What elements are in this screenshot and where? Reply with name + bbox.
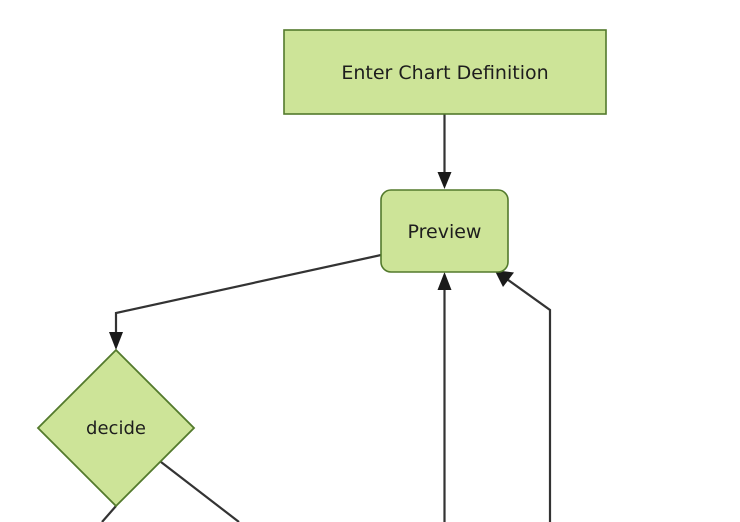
node-decide[interactable]: decide (36, 348, 196, 508)
node-rectangle[interactable] (283, 29, 607, 115)
arrowhead-icon (437, 172, 452, 189)
edge-line (101, 505, 117, 522)
node-preview[interactable]: Preview (380, 189, 509, 273)
edge-enter-to-preview (437, 114, 452, 189)
edge-preview-to-decide (109, 253, 382, 350)
node-label-preview: Preview (408, 221, 482, 243)
node-rounded-rectangle[interactable] (380, 189, 509, 273)
arrowhead-icon (437, 272, 452, 290)
edge-bottom-right-to-preview (494, 270, 552, 522)
node-label-decide: decide (86, 418, 146, 439)
arrowhead-icon (494, 270, 514, 287)
edge-line (503, 276, 552, 522)
node-label-enter-chart-definition: Enter Chart Definition (341, 62, 548, 84)
node-enter-chart-definition[interactable]: Enter Chart Definition (283, 29, 607, 115)
arrowhead-icon (109, 332, 123, 350)
edge-bottom-center-to-preview (437, 272, 452, 522)
edge-line (114, 253, 382, 338)
edge-decide-bottom-out (101, 505, 117, 522)
edge-line (160, 461, 240, 522)
node-diamond[interactable] (36, 348, 196, 508)
edge-decide-right-out (160, 461, 240, 522)
